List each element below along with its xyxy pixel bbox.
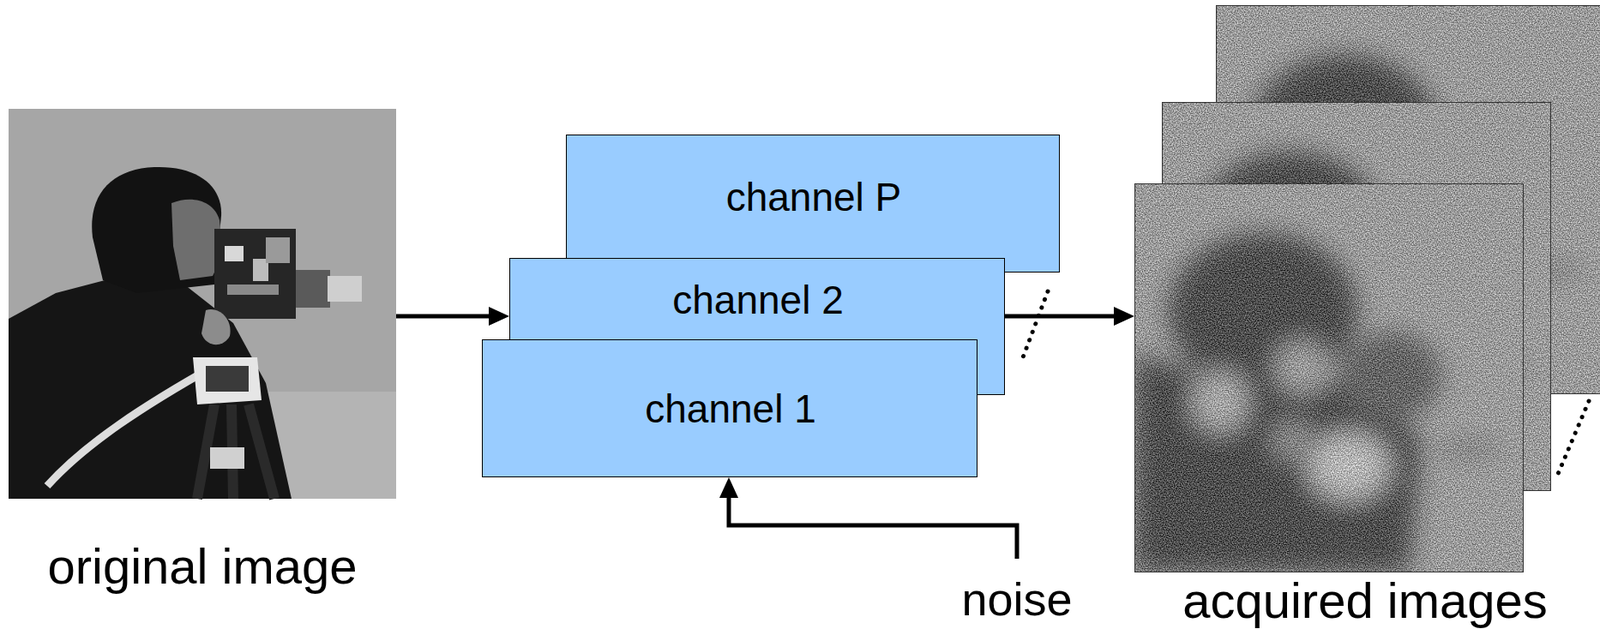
image-caption: acquired images — [1182, 576, 1548, 626]
channel-name: channel P — [726, 177, 903, 217]
channel-name: channel 1 — [644, 389, 817, 429]
noisy-image — [1134, 183, 1524, 573]
image-panel: acquired images — [1134, 183, 1524, 573]
channel-box: channel 1 — [481, 339, 978, 478]
ellipsis-dots — [1557, 401, 1589, 475]
ellipsis-dots — [1020, 291, 1048, 365]
flow-arrow — [396, 314, 500, 319]
noise-arrow — [728, 487, 1017, 560]
image-caption: original image — [47, 541, 357, 592]
channel-name: channel 2 — [672, 280, 844, 320]
flow-arrow — [1004, 314, 1125, 319]
channel-box: channel P — [565, 134, 1060, 273]
noise-label: noise — [961, 576, 1072, 623]
image-panel: original image — [8, 108, 397, 500]
cameraman-photo — [8, 108, 397, 500]
